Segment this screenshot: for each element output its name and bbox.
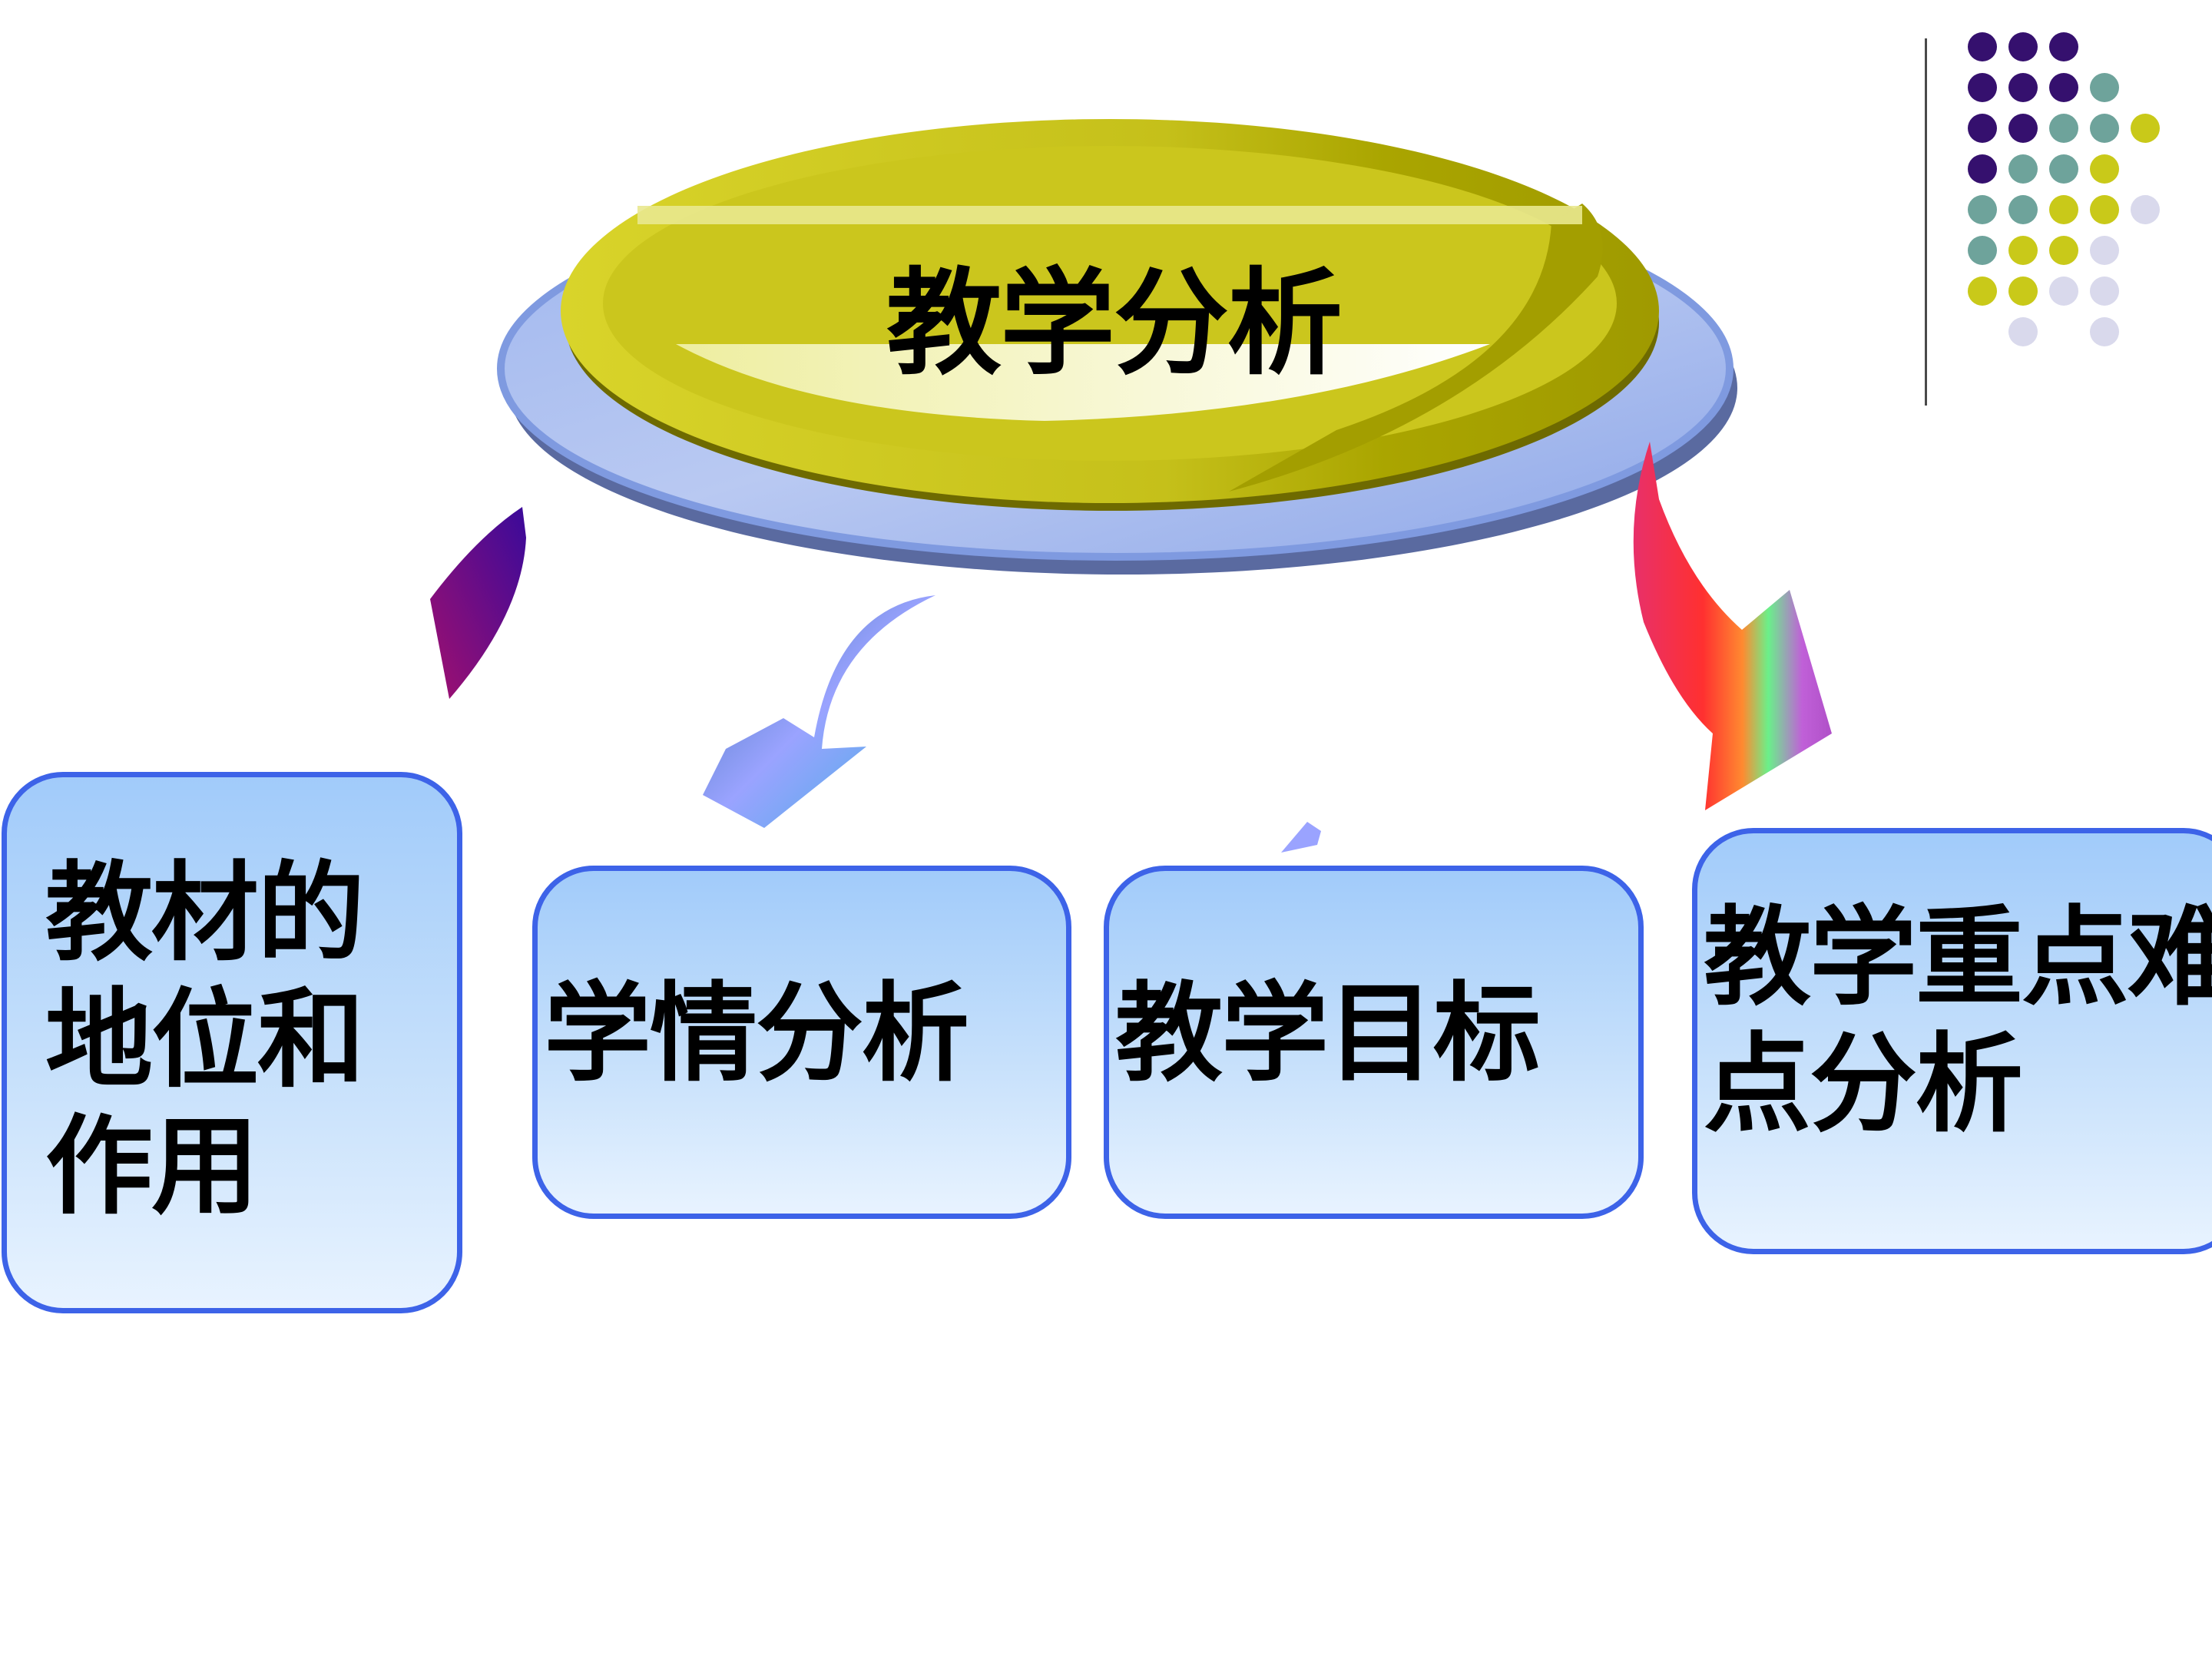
arrow-purple <box>430 507 526 699</box>
arrow-small <box>1281 822 1321 853</box>
key-points-label: 教学重点难 点分析 <box>1704 896 2212 1147</box>
decorative-dot <box>2090 154 2119 184</box>
decorative-dot <box>1968 236 1997 265</box>
decorative-dot <box>1968 276 1997 306</box>
arrow-blue <box>703 595 935 828</box>
decorative-dot <box>2049 73 2078 102</box>
material-position-box[interactable]: 教材的 地位和 作用 <box>2 772 462 1313</box>
decorative-dot <box>2090 276 2119 306</box>
decorative-dot <box>2090 73 2119 102</box>
decorative-dot <box>2008 276 2038 306</box>
decorative-dot <box>1968 154 1997 184</box>
decorative-dot <box>2049 276 2078 306</box>
arrow-rainbow <box>1633 442 1832 810</box>
side-divider <box>1925 38 1927 406</box>
center-title: 教学分析 <box>886 257 1343 391</box>
dish-dark-half <box>1229 204 1603 492</box>
dish-top-band <box>637 206 1582 224</box>
decorative-dot <box>2049 114 2078 143</box>
student-analysis-label: 学情分析 <box>544 972 969 1097</box>
teaching-goals-box[interactable]: 教学目标 <box>1104 866 1644 1219</box>
decorative-dot <box>1968 114 1997 143</box>
decorative-dot <box>2049 195 2078 224</box>
key-points-box[interactable]: 教学重点难 点分析 <box>1692 828 2212 1254</box>
decorative-dot <box>2008 154 2038 184</box>
decorative-dot <box>2008 195 2038 224</box>
decorative-dot <box>2049 236 2078 265</box>
decorative-dot <box>2049 154 2078 184</box>
decorative-dot <box>2049 32 2078 61</box>
dot-grid-decoration <box>1968 32 2175 355</box>
decorative-dot <box>2008 236 2038 265</box>
decorative-dot <box>2008 114 2038 143</box>
decorative-dot <box>2090 236 2119 265</box>
student-analysis-box[interactable]: 学情分析 <box>532 866 1071 1219</box>
decorative-dot <box>1968 32 1997 61</box>
decorative-dot <box>2090 114 2119 143</box>
material-position-label: 教材的 地位和 作用 <box>45 851 365 1230</box>
decorative-dot <box>2008 73 2038 102</box>
decorative-dot <box>1968 73 1997 102</box>
decorative-dot <box>2090 317 2119 346</box>
decorative-dot <box>2090 195 2119 224</box>
decorative-dot <box>2008 32 2038 61</box>
decorative-dot <box>2008 317 2038 346</box>
decorative-dot <box>2131 114 2160 143</box>
decorative-dot <box>1968 195 1997 224</box>
dish-highlight <box>676 344 1490 421</box>
teaching-goals-label: 教学目标 <box>1115 972 1541 1097</box>
decorative-dot <box>2131 195 2160 224</box>
